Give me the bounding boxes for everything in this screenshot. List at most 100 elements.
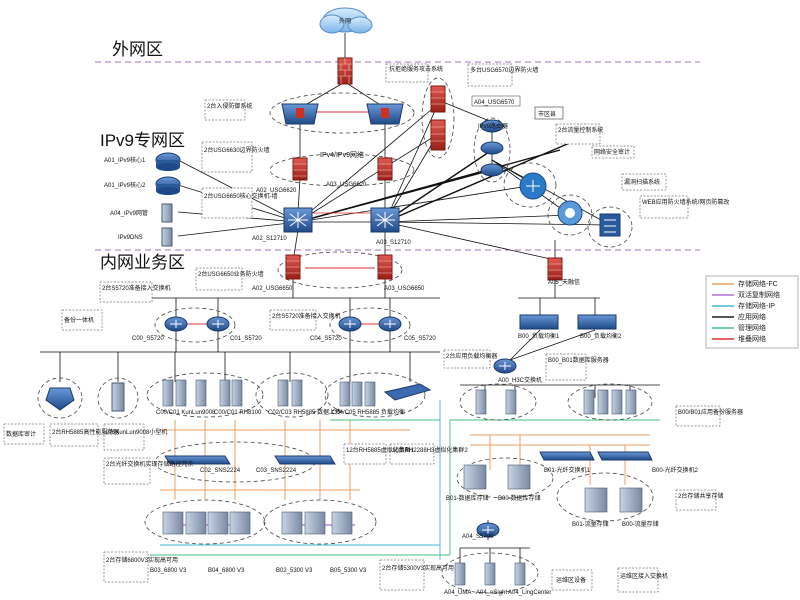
label-virt2: 10台RH2288H3虚拟化集群2 xyxy=(392,446,468,454)
legend-label: 存储网络-FC xyxy=(738,279,778,288)
server-icon[interactable] xyxy=(111,382,125,412)
label-s5720-access2: 2台S5720准备接入交换机 xyxy=(272,312,341,320)
san-switch-icon[interactable] xyxy=(274,455,336,465)
san-switch-icon[interactable] xyxy=(164,455,231,465)
label-c02-sns: C02_SNS2224 xyxy=(200,468,241,474)
label-waf: WEB应用防火墙系统/网页防篡改 xyxy=(642,198,729,206)
blade-chassis-icon[interactable] xyxy=(383,383,432,401)
flow-control-icon[interactable] xyxy=(480,141,504,155)
access-switch-icon[interactable] xyxy=(378,316,402,332)
core-switch-icon[interactable] xyxy=(370,207,400,233)
label-biz-fw: 2台USG6650业务防火墙 xyxy=(198,270,264,278)
legend-label: 应用网络 xyxy=(738,312,766,321)
load-balancer-icon[interactable] xyxy=(577,314,617,330)
router-icon[interactable] xyxy=(155,152,181,171)
server-icon[interactable] xyxy=(161,203,173,223)
label-c05: C05_S5720 xyxy=(404,336,436,342)
label-a02-usg6650: A02_USG6650 xyxy=(252,286,293,292)
firewall-icon[interactable] xyxy=(292,157,308,181)
label-virt1: 12台RH5885虚拟化集群1 xyxy=(346,446,415,454)
firewall-icon[interactable] xyxy=(547,257,563,281)
backup-appliance-icon[interactable] xyxy=(45,387,75,411)
ops-server-rack[interactable] xyxy=(454,562,526,586)
label-a03-usg6620: A03_USG6620 xyxy=(326,182,367,188)
label-a03-s12710: A03_S12710 xyxy=(376,240,411,246)
core-switch-icon[interactable] xyxy=(283,207,313,233)
internet-label: 外网 xyxy=(339,17,351,25)
label-r4: IPv9DNS xyxy=(118,235,143,241)
label-r3: A04_IPv9网管 xyxy=(110,209,148,217)
label-backup: 备份一体机 xyxy=(64,316,94,324)
zone-ipv9-label: IPv9专网区 xyxy=(100,131,185,150)
label-boxes xyxy=(3,63,721,593)
firewall-icon[interactable] xyxy=(337,57,353,85)
load-balancer-icon[interactable] xyxy=(519,314,559,330)
label-net-audit: 网络安全审计 xyxy=(594,148,630,156)
label-a04-s5700: A04_S5700 xyxy=(462,534,494,540)
s5700-switch-icon[interactable] xyxy=(476,522,500,538)
label-b01-flow: B01-流量存储 xyxy=(572,520,609,528)
firewall-icon[interactable] xyxy=(430,85,446,113)
audit-appliance-icon[interactable] xyxy=(519,172,547,200)
label-a02-s12710: A02_S12710 xyxy=(252,236,287,242)
label-c04-rh5885: C04/C05 RH5885 负载均衡 xyxy=(332,408,405,416)
router-icon[interactable] xyxy=(155,176,181,195)
label-b03: B03_6800 V3 xyxy=(150,568,187,574)
ip-storage-lines xyxy=(160,400,441,560)
legend-label: 双活复制网络 xyxy=(738,290,780,299)
label-two-store: 2台存储共享存储 xyxy=(678,492,723,500)
firewall-icon[interactable] xyxy=(430,119,446,151)
legend-label: 存储网络-IP xyxy=(738,301,775,310)
device-labels: 抗拒绝服务攻击系统 2台入侵防御系统 多台USG6570边界防火墙 A04_US… xyxy=(6,65,743,596)
label-c00-rh8100: C00/C01 RH8100 xyxy=(214,410,262,416)
label-usg6570: A04_USG6570 xyxy=(474,100,515,106)
zone-intranet-label: 内网业务区 xyxy=(100,253,185,272)
flow-control-icon[interactable] xyxy=(480,163,504,177)
label-ids: 2台入侵防御系统 xyxy=(207,102,252,110)
san-switch-icon[interactable] xyxy=(597,451,653,461)
label-c04: C04_S5720 xyxy=(310,336,342,342)
firewall-icon[interactable] xyxy=(377,157,393,181)
label-store5300: 2台存储5300V3实现高可用 xyxy=(382,564,454,572)
label-tianrongxin: A05_天融信 xyxy=(548,278,580,286)
label-c01: C01_S5720 xyxy=(230,336,262,342)
firewall-icon[interactable] xyxy=(377,254,393,280)
label-store6800: 2台存储6800V3实现高可用 xyxy=(106,556,178,564)
label-multi-border: 多台USG6570边界防火墙 xyxy=(470,66,538,74)
access-switch-icon[interactable] xyxy=(164,316,188,332)
label-core-fw: 2台USG6650核心交换机-墙 xyxy=(204,192,278,200)
label-c00-kunlun: C00/C01 KunLun9008 xyxy=(156,410,216,416)
storage-array[interactable] xyxy=(162,464,643,535)
label-a03-usg6650: A03_USG6650 xyxy=(384,286,425,292)
label-b00-db: B00_B01数据库服务器 xyxy=(548,356,609,364)
usg6570-box xyxy=(471,95,521,107)
firewall-icon[interactable] xyxy=(285,254,301,280)
label-r1: A01_IPv9核心1 xyxy=(104,156,146,164)
san-switch-icon[interactable] xyxy=(539,451,595,461)
legend-label: 堆叠网络 xyxy=(738,334,766,343)
city-box xyxy=(534,106,564,120)
management-lines xyxy=(150,419,660,556)
label-a02-usg6620: A02_USG6620 xyxy=(256,188,297,194)
label-r2: A01_IPv9核心2 xyxy=(104,181,146,189)
label-a04-uma: A04_UMA xyxy=(444,590,471,596)
h3c-switch-icon[interactable] xyxy=(493,358,517,374)
ips-device-icon[interactable] xyxy=(366,103,404,125)
label-ipv9-net: IPv4/IPv9网络 xyxy=(320,150,364,159)
label-b00-fc2: B00-光纤交换机2 xyxy=(652,466,699,474)
scan-appliance-icon[interactable] xyxy=(557,200,583,226)
label-a04-elight: A04_eSight xyxy=(476,590,507,596)
app-server-rack[interactable] xyxy=(162,379,637,415)
ipv9-router-icon[interactable] xyxy=(480,119,504,133)
access-switch-icon[interactable] xyxy=(338,316,362,332)
label-c03-sns: C03_SNS2224 xyxy=(256,468,297,474)
ips-device-icon[interactable] xyxy=(281,103,319,125)
access-switch-icon[interactable] xyxy=(206,316,230,332)
label-b05: B05_5300 V3 xyxy=(330,568,367,574)
label-c02-rh5885: C02/C03 RH5885 数据上传 xyxy=(268,408,341,416)
waf-appliance-icon[interactable] xyxy=(599,213,621,237)
server-icon[interactable] xyxy=(161,227,173,247)
